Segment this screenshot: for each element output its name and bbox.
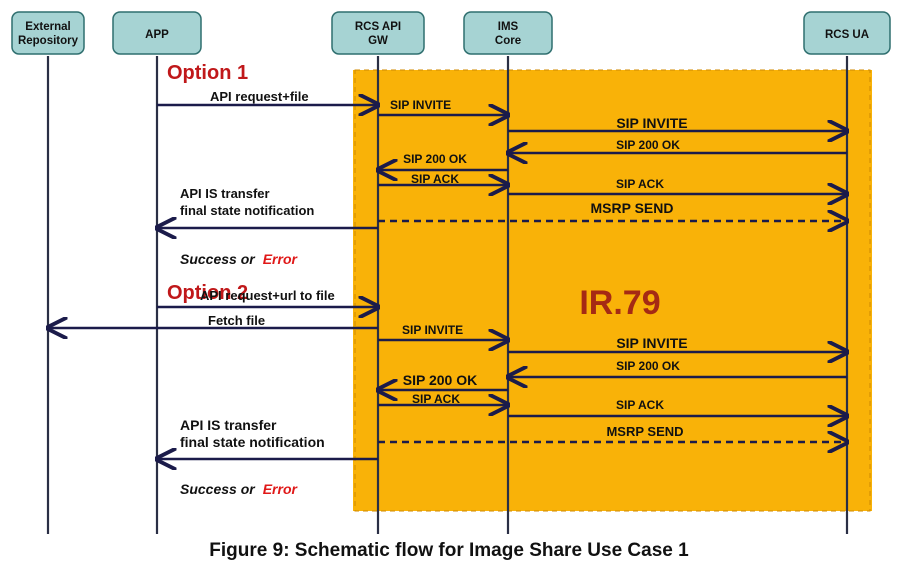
- message-label: final state notification: [180, 434, 325, 450]
- message-label: SIP 200 OK: [403, 372, 477, 388]
- actor-box-ua: [803, 11, 891, 55]
- figure-caption: Figure 9: Schematic flow for Image Share…: [209, 540, 689, 561]
- actor-label-ims: IMS: [498, 21, 519, 33]
- ir79-region: [353, 70, 872, 511]
- message-label: final state notification: [180, 203, 314, 218]
- error-text: Error: [263, 481, 299, 497]
- actor-box-gw: [331, 11, 425, 55]
- region-label: IR.79: [579, 284, 660, 322]
- result-text: Success or: [180, 481, 256, 497]
- message-label: MSRP SEND: [591, 200, 674, 216]
- message-label: SIP INVITE: [390, 98, 451, 112]
- actor-label-app: APP: [145, 29, 169, 41]
- option-title: Option 2: [167, 282, 248, 304]
- error-text: Error: [263, 251, 299, 267]
- actor-label-gw: GW: [368, 35, 388, 47]
- actor-label-ext: External: [25, 21, 70, 33]
- actor-box-ims: [463, 11, 553, 55]
- actor-box-app: [112, 11, 202, 55]
- message-label: API request+url to file: [200, 288, 335, 303]
- message-label: API IS transfer: [180, 417, 277, 433]
- actor-label-ims: Core: [495, 35, 521, 47]
- message-label: SIP 200 OK: [403, 152, 467, 166]
- message-label: SIP INVITE: [402, 323, 463, 337]
- actor-label-ua: RCS UA: [825, 29, 869, 41]
- message-label: SIP INVITE: [616, 335, 687, 351]
- message-label: API IS transfer: [180, 186, 270, 201]
- message-label: SIP ACK: [616, 398, 664, 412]
- message-label: API request+file: [210, 89, 309, 104]
- message-label: MSRP SEND: [606, 424, 683, 439]
- message-label: SIP ACK: [616, 177, 664, 191]
- actor-label-gw: RCS API: [355, 21, 401, 33]
- message-label: SIP 200 OK: [616, 138, 680, 152]
- message-label: SIP 200 OK: [616, 359, 680, 373]
- option-title: Option 1: [167, 62, 248, 84]
- message-label: SIP ACK: [411, 172, 459, 186]
- message-label: SIP ACK: [412, 392, 460, 406]
- actor-label-ext: Repository: [18, 35, 79, 47]
- message-label: SIP INVITE: [616, 115, 687, 131]
- message-label: Fetch file: [208, 313, 265, 328]
- result-text: Success or: [180, 251, 256, 267]
- actor-box-ext: [11, 11, 85, 55]
